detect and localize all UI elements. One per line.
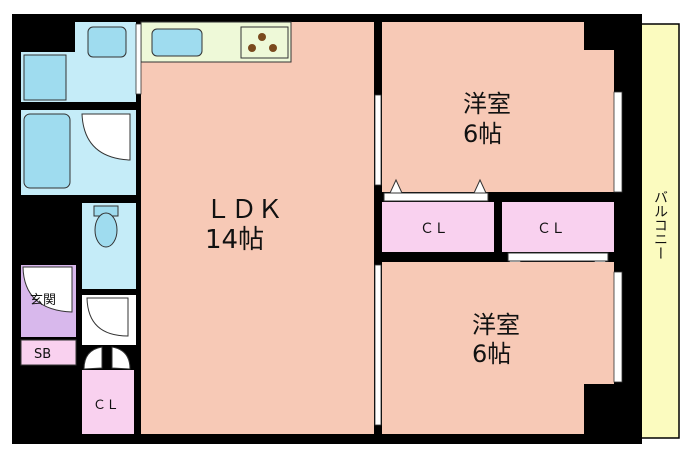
shoe-box xyxy=(20,339,77,366)
door-handle-icon xyxy=(389,178,403,194)
window xyxy=(613,271,623,383)
stove-burner-icon xyxy=(258,33,266,41)
ldk-size: 14帖 xyxy=(205,225,264,255)
closet-door-track xyxy=(383,192,489,202)
sliding-door xyxy=(374,94,382,186)
entrance-door-swing xyxy=(22,266,73,313)
ldk-room xyxy=(141,22,374,434)
kitchen-sink xyxy=(151,28,203,57)
window xyxy=(613,91,623,193)
bedroom-bottom xyxy=(382,262,614,434)
bedroom-top xyxy=(382,22,614,192)
washroom-corner-wall xyxy=(21,22,75,52)
bedroom-top-name: 洋室 xyxy=(463,90,511,118)
entry-closet-label: ＣＬ xyxy=(93,398,119,413)
entrance-label: 玄関 xyxy=(30,293,56,308)
kitchen-window xyxy=(135,23,142,95)
balcony-label: バルコニー xyxy=(652,190,668,260)
closet-door-swing xyxy=(83,346,131,370)
balcony-area xyxy=(640,23,680,439)
ldk-name: ＬＤＫ xyxy=(205,195,283,225)
stove-burner-icon xyxy=(269,44,277,52)
bedroom-top-size: 6帖 xyxy=(463,120,502,148)
sliding-door xyxy=(374,264,382,426)
closet-top-right-label: ＣＬ xyxy=(537,221,565,237)
stove-burner-icon xyxy=(248,44,256,52)
partition-wall xyxy=(374,22,382,434)
closet-top-right xyxy=(502,202,614,252)
wash-basin xyxy=(87,26,127,58)
washing-machine xyxy=(23,54,67,101)
door-handle-icon xyxy=(473,178,487,194)
toilet-bowl xyxy=(94,212,118,248)
bedroom-bottom-size: 6帖 xyxy=(472,340,511,368)
shoe-box-label: SB xyxy=(34,347,51,362)
corner-column xyxy=(584,22,614,50)
entry-closet xyxy=(82,370,134,434)
bedroom-bottom-name: 洋室 xyxy=(472,311,520,339)
kitchen-stove xyxy=(240,26,289,59)
closet-door-track xyxy=(507,252,609,262)
closet-top-left xyxy=(382,202,494,252)
closet-top-left-label: ＣＬ xyxy=(420,221,448,237)
bathroom-door-swing xyxy=(81,113,131,161)
bathtub xyxy=(23,113,71,189)
hall-door-swing xyxy=(86,297,129,337)
corner-column xyxy=(584,384,614,434)
